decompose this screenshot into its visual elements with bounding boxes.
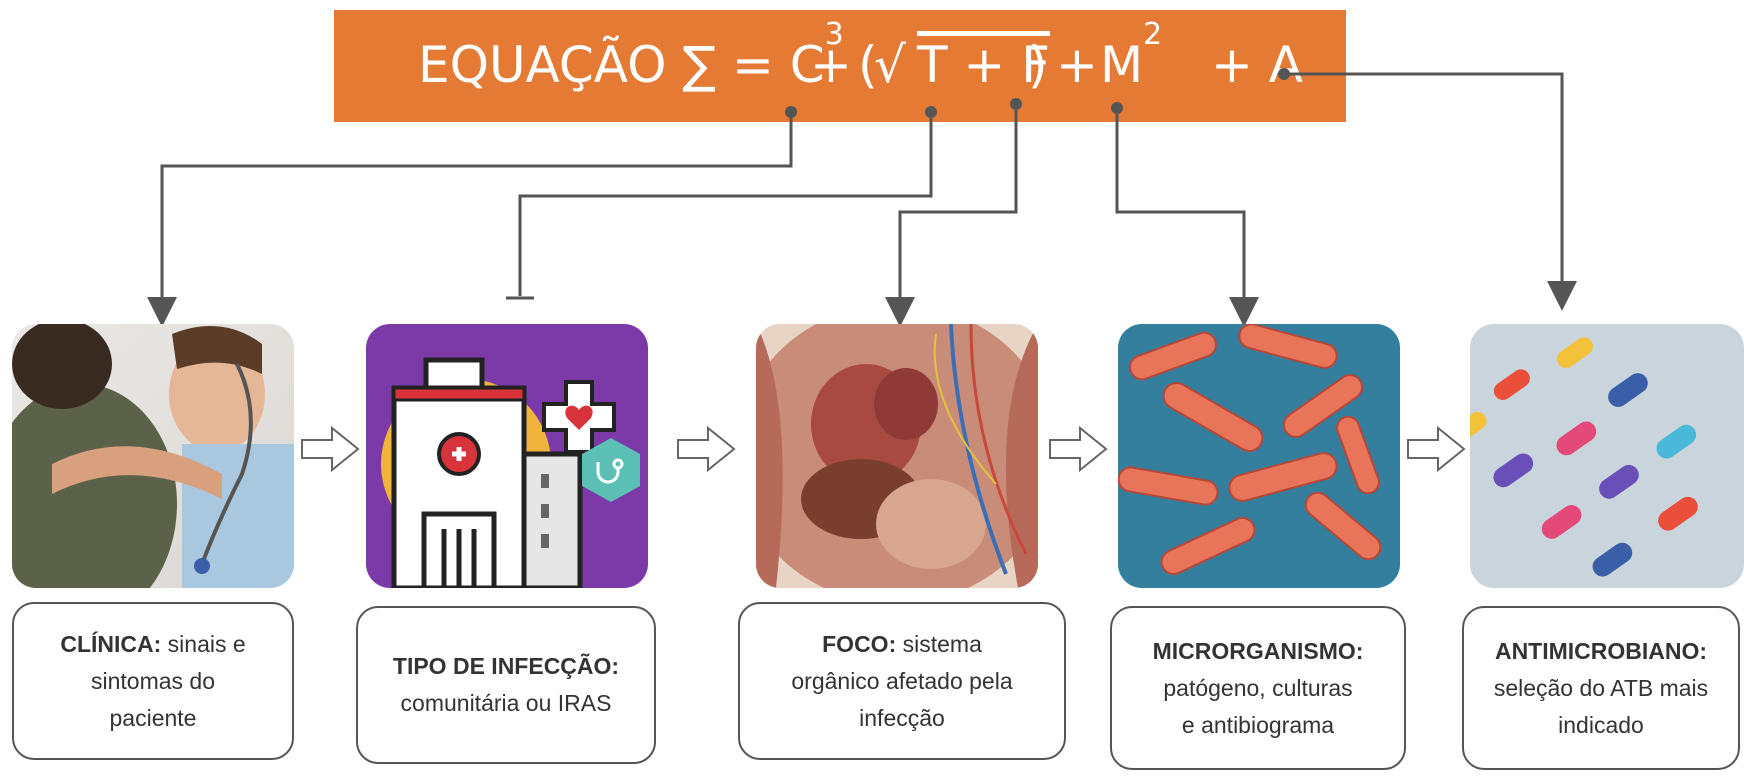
card-clinica-line-1: sinais e: [167, 630, 246, 657]
card-clinica-title: CLÍNICA:: [60, 630, 162, 657]
equation-tail: + A: [1211, 36, 1303, 94]
exponent-3: 3: [824, 17, 844, 53]
card-clinica: CLÍNICA: sinais e sintomas do paciente: [12, 602, 294, 760]
doctor-patient-image: [12, 324, 294, 588]
bacteria-image: [1118, 324, 1400, 588]
equation-open-paren: (: [858, 36, 878, 94]
card-antimicrobiano-line-2: indicado: [1558, 711, 1644, 738]
card-clinica-line-2: sintomas do: [90, 667, 215, 694]
card-microrganismo: MICRORGANISMO: patógeno, culturas e anti…: [1110, 606, 1406, 770]
equation-m: M: [1100, 36, 1144, 94]
card-antimicrobiano-title: ANTIMICROBIANO:: [1494, 637, 1708, 664]
flow-arrow-1: [300, 424, 360, 479]
anatomy-image: [756, 324, 1038, 588]
equation-radical: √: [874, 36, 906, 94]
hospital-icon-image: [366, 324, 648, 588]
equation-plus-2: +: [1056, 36, 1098, 94]
dot-c: [785, 106, 797, 118]
dot-m: [1111, 102, 1123, 114]
card-foco-title: FOCO:: [822, 630, 897, 657]
card-tipo-title: TIPO DE INFECÇÃO:: [392, 653, 620, 679]
card-micro-line-1: patógeno, culturas: [1163, 674, 1353, 701]
card-tipo-infeccao: TIPO DE INFECÇÃO: comunitária ou IRAS: [356, 606, 656, 764]
connector-antimicrobiano: [1284, 72, 1577, 311]
equation-t-plus-f: T + F: [917, 36, 1050, 94]
dot-f: [1010, 98, 1022, 110]
card-micro-line-2: e antibiograma: [1181, 711, 1335, 738]
pills-image: [1470, 324, 1744, 588]
card-clinica-line-3: paciente: [109, 704, 197, 731]
card-micro-title: MICRORGANISMO:: [1152, 637, 1364, 664]
equation-text: EQUAÇÃO ∑ = C3 + ( √ T + F ) + M2 + A: [334, 10, 1346, 122]
equation-banner: [334, 10, 1346, 122]
card-tipo-line-1: comunitária ou IRAS: [400, 690, 612, 716]
card-foco-line-2: orgânico afetado pela: [791, 667, 1013, 694]
flow-arrow-2: [676, 424, 736, 479]
card-foco-line-1: sistema: [902, 630, 982, 657]
connector-micro: [1115, 108, 1259, 327]
flow-arrow-4: [1406, 424, 1466, 479]
connector-foco: [885, 104, 1018, 327]
dot-a: [1278, 68, 1290, 80]
card-antimicrobiano-line-1: seleção do ATB mais: [1493, 674, 1709, 701]
equation-plus-1: +: [810, 36, 852, 94]
card-antimicrobiano: ANTIMICROBIANO: seleção do ATB mais indi…: [1462, 606, 1740, 770]
card-foco-line-3: infecção: [859, 704, 945, 731]
card-foco: FOCO: sistema orgânico afetado pela infe…: [738, 602, 1066, 760]
flow-arrow-3: [1048, 424, 1108, 479]
exponent-2: 2: [1143, 17, 1163, 53]
equation-prefix: EQUAÇÃO ∑ = C: [418, 36, 825, 94]
connector-clinica: [147, 112, 793, 327]
dot-t: [925, 106, 937, 118]
equation-close-paren: ): [1028, 36, 1048, 94]
connector-tipo: [518, 112, 933, 296]
